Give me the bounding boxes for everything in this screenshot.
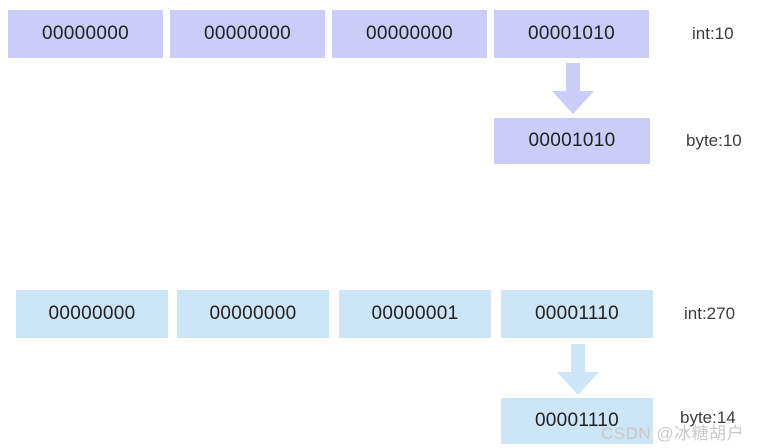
int-byte-cell: 00000000 [8, 10, 163, 58]
int-byte-cell: 00001010 [494, 10, 649, 58]
int-byte-cell: 00000000 [177, 290, 329, 338]
int-byte-cell: 00000000 [332, 10, 487, 58]
byte-cell: 00001010 [494, 118, 650, 164]
byte-cell: 00001110 [501, 398, 653, 444]
int-value-label: int:10 [692, 24, 734, 43]
byte-value-label: byte:10 [686, 131, 742, 150]
int-byte-cell: 00000000 [16, 290, 168, 338]
int-value-label: int:270 [684, 304, 736, 323]
int-byte-cell: 00000000 [170, 10, 325, 58]
int-byte-cell: 00000001 [339, 290, 491, 338]
down-arrow-icon [553, 344, 603, 396]
byte-value-label: byte:14 [680, 408, 736, 427]
int-byte-cell: 00001110 [501, 290, 653, 338]
down-arrow-icon [548, 63, 598, 115]
